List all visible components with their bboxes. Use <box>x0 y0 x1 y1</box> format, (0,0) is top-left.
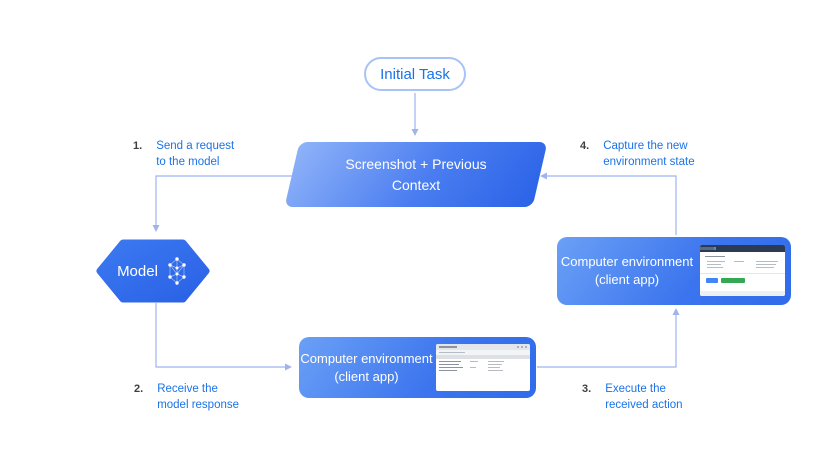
arrow-env-bottom-to-env-right <box>537 314 677 368</box>
arrowhead-down-icon <box>411 129 419 136</box>
step-2: 2. Receive the model response <box>134 382 239 413</box>
model-node: Model <box>96 239 210 303</box>
arrowhead-up-icon <box>672 308 680 315</box>
hexagon-shape <box>96 239 210 303</box>
neural-network-icon <box>168 257 186 285</box>
step-4-number: 4. <box>580 140 590 152</box>
step-4: 4. Capture the new environment state <box>580 139 695 170</box>
initial-task-label: Initial Task <box>380 65 450 83</box>
arrowhead-down-icon <box>152 225 160 232</box>
step-3-number: 3. <box>582 383 592 395</box>
step-1-label: Send a request to the model <box>156 140 235 168</box>
initial-task-node: Initial Task <box>364 57 466 91</box>
step-2-label: Receive the model response <box>157 383 240 411</box>
arrow-context-to-model <box>155 175 302 226</box>
computer-environment-right-node: Computer environment (client app) <box>557 237 791 305</box>
computer-environment-bottom-node: Computer environment (client app) <box>299 337 536 398</box>
step-1-number: 1. <box>133 140 143 152</box>
desktop-app-window-thumbnail <box>436 344 530 391</box>
step-3: 3. Execute the received action <box>582 382 683 413</box>
arrowhead-right-icon <box>285 363 292 371</box>
step-1: 1. Send a request to the model <box>133 139 234 170</box>
web-app-window-thumbnail <box>700 245 785 296</box>
arrow-env-right-to-context <box>546 175 677 235</box>
step-4-label: Capture the new environment state <box>603 140 695 168</box>
step-3-label: Execute the received action <box>605 383 683 411</box>
model-label: Model <box>117 262 158 280</box>
step-2-number: 2. <box>134 383 144 395</box>
computer-environment-bottom-label: Computer environment (client app) <box>300 350 433 384</box>
arrowhead-left-icon <box>540 172 547 180</box>
arrow-model-to-env-bottom <box>155 303 286 368</box>
computer-environment-right-label: Computer environment (client app) <box>560 254 694 287</box>
screenshot-context-label: Screenshot + Previous Context <box>345 156 487 193</box>
